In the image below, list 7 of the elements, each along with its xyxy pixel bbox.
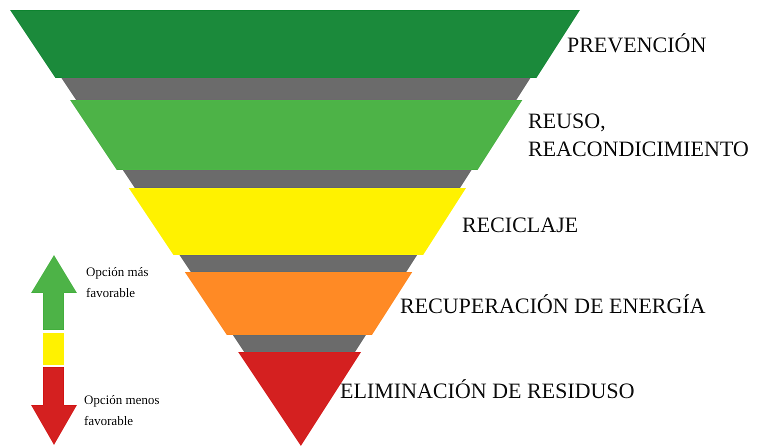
level-label: PREVENCIÓN xyxy=(567,31,706,58)
level-label: RECUPERACIÓN DE ENERGÍA xyxy=(400,292,706,320)
note-text: Opción más favorable xyxy=(86,263,150,302)
level-label: REUSO, REACONDICIMIENTO xyxy=(528,107,748,162)
level-label: ELIMINACIÓN DE RESIDUSO xyxy=(340,377,635,404)
level-label: RECICLAJE xyxy=(462,211,578,238)
note-text: Opción menos favorable xyxy=(84,391,160,430)
